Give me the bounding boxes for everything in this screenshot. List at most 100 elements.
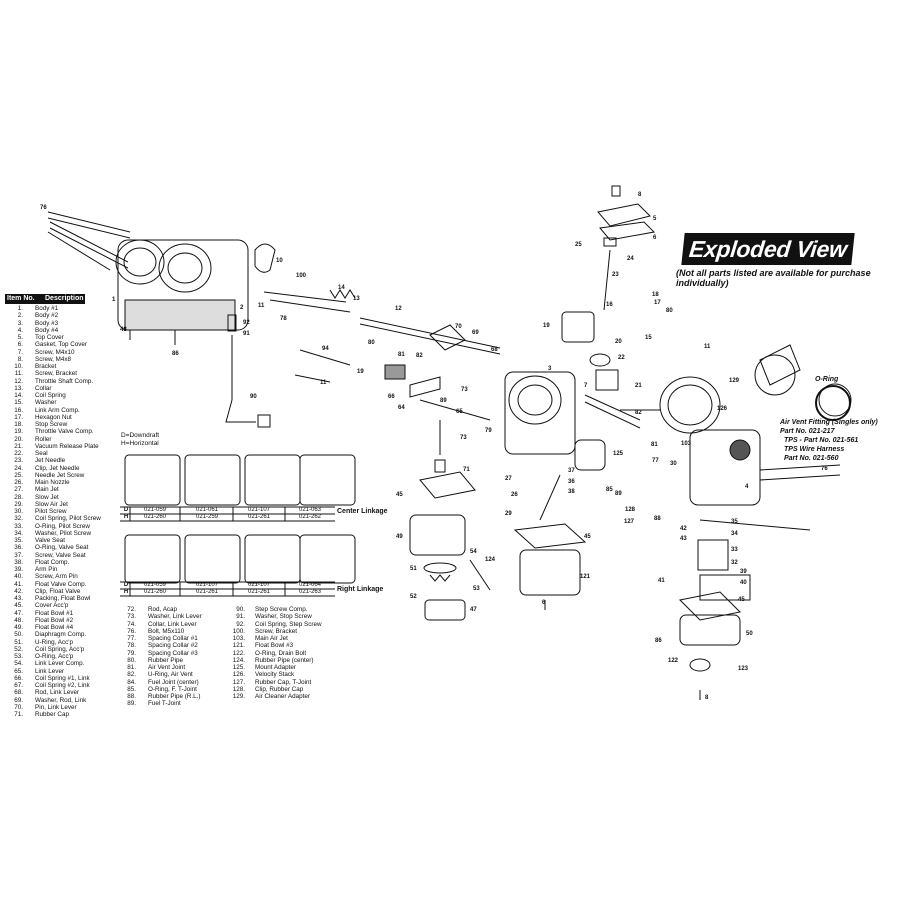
legend-item-number: 6. — [17, 341, 23, 349]
legend-item-description: Hexagon Nut — [35, 413, 72, 421]
legend-item-description: Main Air Jet — [255, 635, 288, 642]
legend-item-description: O-Ring, F. T-Joint — [148, 685, 197, 693]
air-vent-note-line2: Part No. 021-217 — [780, 428, 835, 435]
legend-item-number: 74. — [127, 620, 136, 628]
legend-item-number: 129. — [232, 693, 245, 700]
callout-number: 20 — [615, 339, 622, 345]
legend-item-number: 22. — [14, 450, 23, 457]
legend-row: 89.Fuel T-Joint — [118, 700, 202, 707]
legend-item-number: 10. — [14, 363, 23, 370]
legend-item-number: 50. — [14, 631, 23, 639]
legend-item-description: Rubber Cap, T-Joint — [255, 678, 312, 686]
callout-number: 71 — [463, 467, 470, 473]
callout-number: 82 — [416, 353, 423, 359]
legend-row: 36. O-Ring, Valve Seat — [5, 544, 101, 551]
legend-item-number: 53. — [14, 653, 23, 660]
legend-item-description: Body #2 — [35, 312, 59, 320]
legend-row: 18.Stop Screw — [5, 421, 101, 428]
legend-row: 76.Bolt, M5x110 — [118, 628, 202, 635]
legend-row: 25.Needle Jet Screw — [5, 472, 101, 479]
legend-item-number: 48. — [14, 616, 23, 624]
legend-row: 81.Air Vent Joint — [118, 664, 202, 671]
legend-row: 74.Collar, Link Lever — [118, 621, 202, 628]
callout-number: 82 — [635, 410, 642, 416]
legend-item-number: 100. — [232, 627, 245, 635]
legend-row: 49.Float Bowl #4 — [5, 624, 101, 631]
callout-number: 8 — [638, 192, 642, 198]
callout-number: 86 — [655, 638, 662, 644]
callout-number: 27 — [505, 476, 512, 482]
linkage-cell: 021-059 — [143, 582, 167, 588]
linkage-cell: 021-262 — [298, 514, 322, 520]
legend-item-description: Body #1 — [35, 305, 59, 312]
callout-number: 3 — [548, 366, 552, 372]
callout-number: 11 — [704, 344, 711, 350]
legend-item-description: O-Ring, Drain Bolt — [255, 649, 307, 657]
tps-note-line1: TPS - Part No. 021-561 — [784, 437, 859, 444]
linkage-cell: 021-107 — [247, 582, 271, 588]
legend-item-description: Coil Spring #2, Link — [35, 682, 90, 689]
linkage-cell: 021-261 — [195, 589, 219, 595]
legend-item-number: 41. — [14, 580, 23, 588]
legend-item-description: Coil Spring, Step Screw — [255, 620, 322, 628]
legend-item-number: 20. — [14, 435, 23, 443]
legend-item-description: Rubber Pipe (R.L.) — [148, 693, 201, 700]
legend-item-number: 45. — [14, 602, 23, 610]
callout-number: 34 — [731, 531, 738, 537]
legend-item-description: Gasket, Top Cover — [35, 341, 88, 349]
legend-row: 24.Clip, Jet Needle — [5, 465, 101, 472]
callout-number: 11 — [320, 380, 327, 386]
callout-number: 29 — [505, 511, 512, 517]
legend-item-description: U-Ring, Air Vent — [148, 671, 193, 679]
callout-number: 124 — [485, 557, 496, 563]
callout-number: 122 — [668, 658, 679, 664]
legend-item-number: 8. — [17, 355, 23, 363]
legend-item-description: Link Lever Comp. — [35, 660, 85, 668]
legend-item-number: 68. — [14, 689, 23, 697]
legend-item-description: Clip, Float Valve — [35, 587, 81, 595]
legend-item-number: 17. — [14, 413, 23, 421]
callout-number: 123 — [738, 666, 749, 672]
legend-item-number: 73. — [127, 613, 136, 621]
legend-row: 37.Screw, Valve Seat — [5, 552, 101, 559]
legend-item-number: 121. — [232, 642, 245, 650]
callout-number: 11 — [258, 303, 265, 309]
legend-row: 69.Washer, Rod, Link — [5, 697, 101, 704]
callout-number: 73 — [460, 435, 467, 441]
callout-number: 4 — [745, 484, 749, 490]
legend-item-description: O-Ring, Valve Seat — [35, 544, 89, 552]
callout-number: 13 — [353, 296, 360, 302]
legend-item-description: Throttle Shaft Comp. — [35, 377, 94, 385]
callout-number: 76 — [40, 205, 47, 211]
callout-number: 45 — [584, 534, 591, 540]
air-vent-note-line1: Air Vent Fitting (Singles only) — [780, 419, 878, 426]
center-linkage-label: Center Linkage — [337, 508, 388, 515]
legend-row: 33.O-Ring, Pilot Screw — [5, 523, 101, 530]
legend-item-number: 1. — [17, 305, 23, 312]
legend-item-number: 89. — [127, 700, 136, 708]
legend-row: 29.Slow Air Jet — [5, 501, 101, 508]
legend-item-description: Float Bowl #2 — [35, 616, 74, 624]
legend-row: 3.Body #3 — [5, 320, 101, 327]
legend-row: 124.Rubber Pipe (center) — [225, 657, 322, 664]
callout-number: 126 — [717, 406, 728, 412]
legend-row: 90.Step Screw Comp. — [225, 606, 322, 613]
legend-item-description: Coil Spring — [35, 392, 66, 399]
legend-item-number: 36. — [14, 544, 23, 552]
callout-number: 42 — [680, 526, 687, 532]
legend-item-description: Screw, M4x10 — [35, 348, 75, 356]
callout-number: 68 — [491, 347, 498, 353]
legend-item-number: 127. — [232, 678, 245, 686]
legend-row: 84.Fuel Joint (center) — [118, 679, 202, 686]
legend-item-description: Link Lever — [35, 667, 65, 675]
legend-row: 27.Main Jet — [5, 486, 101, 493]
legend-item-number: 103. — [232, 635, 245, 642]
legend-item-description: Stop Screw — [35, 421, 68, 428]
legend-item-description: Rubber Cap — [35, 711, 69, 718]
linkage-cell: 021-261 — [247, 514, 271, 520]
legend-item-number: 125. — [232, 664, 245, 671]
legend-item-number: 34. — [14, 529, 23, 537]
callout-number: 26 — [511, 492, 518, 498]
legend-item-description: Spacing Collar #2 — [148, 642, 198, 650]
legend-row: 71.Rubber Cap — [5, 711, 101, 718]
